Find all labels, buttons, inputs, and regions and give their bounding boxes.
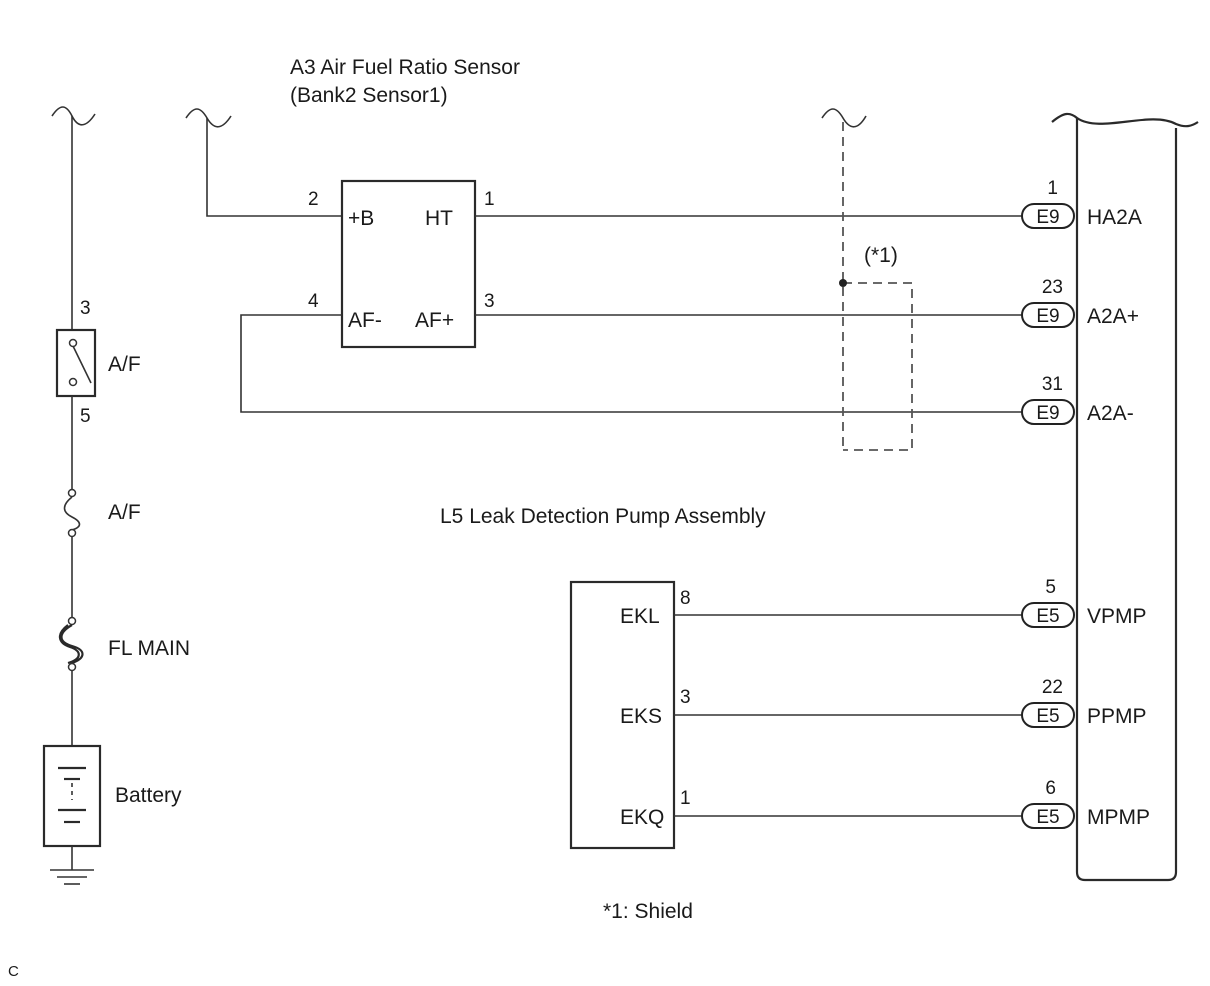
connector-code: E9 [1036,207,1059,228]
af-sensor: A3 Air Fuel Ratio Sensor (Bank2 Sensor1)… [185,56,1022,413]
fusible-link-terminal [67,616,77,626]
wire-break-mark [1051,112,1199,128]
ecm-pin-number: 23 [1042,277,1063,298]
fuse-terminal [67,488,77,498]
shield: (*1) [821,108,913,451]
relay-pin-top: 3 [80,298,91,319]
relay-pin-bottom: 5 [80,406,91,427]
wire-break-mark [821,108,867,128]
shield-junction-dot [839,279,847,287]
ecm-terminal: HA2A [1087,206,1142,229]
wire-break-mark [51,106,96,126]
connector-capsule [1021,302,1075,328]
sensor-pin-af-plus: 3 [484,291,495,312]
pump-pin-ekq: 1 [680,788,691,809]
fusible-link-icon [58,624,84,665]
ecm-connection: 22 E5 PPMP [1021,677,1147,728]
wire-afminus-to-a2aminus [240,314,1022,413]
sensor-pin-plus-b: 2 [308,189,319,210]
pump-terminal-ekl: EKL [620,605,660,628]
power-supply-circuit: 3 A/F 5 A/F FL MAIN Battery [42,106,190,885]
battery-label: Battery [115,784,182,807]
sensor-power-wire [206,118,342,217]
ecm: 1 E9 HA2A 23 E9 A2A+ 31 E9 A2A- 5 E5 VPM… [1021,112,1199,882]
ecm-connection: 5 E5 VPMP [1021,577,1147,628]
connector-code: E5 [1036,807,1059,828]
connector-capsule [1021,803,1075,829]
relay-contact [68,377,78,387]
relay-label: A/F [108,353,141,376]
ecm-terminal: A2A+ [1087,305,1139,328]
connector-code: E9 [1036,403,1059,424]
connector-code: E9 [1036,306,1059,327]
pump-pin-eks: 3 [680,687,691,708]
pump-pin-ekl: 8 [680,588,691,609]
connector-code: E5 [1036,606,1059,627]
sensor-pin-af-minus: 4 [308,291,319,312]
ecm-pin-number: 5 [1045,577,1056,598]
sensor-title: A3 Air Fuel Ratio Sensor [290,56,520,79]
pump-terminal-eks: EKS [620,705,662,728]
shield-footnote: *1: Shield [603,900,693,923]
sensor-terminal-plus-b: +B [348,207,374,230]
fusible-link-label: FL MAIN [108,637,190,660]
sensor-pin-ht: 1 [484,189,495,210]
ecm-connection: 23 E9 A2A+ [1021,277,1139,328]
ecm-terminal: PPMP [1087,705,1147,728]
connector-code: E5 [1036,706,1059,727]
ecm-connection: 31 E9 A2A- [1021,374,1134,425]
connector-capsule [1021,203,1075,229]
ecm-terminal: VPMP [1087,605,1147,628]
fuse-terminal [67,528,77,538]
ecm-pin-number: 6 [1045,778,1056,799]
wire-break-mark [185,108,232,128]
ecm-pin-number: 1 [1047,178,1058,199]
relay-switch-arm [72,345,92,384]
fuse-label: A/F [108,501,141,524]
sensor-terminal-af-plus: AF+ [415,309,454,332]
sensor-terminal-ht: HT [425,207,453,230]
ecm-pin-number: 31 [1042,374,1063,395]
ecm-body [1075,118,1178,882]
connector-capsule [1021,399,1075,425]
ecm-pin-number: 22 [1042,677,1063,698]
fuse-icon [63,496,81,531]
battery-box [42,744,102,848]
ecm-terminal: MPMP [1087,806,1150,829]
sensor-terminal-af-minus: AF- [348,309,382,332]
pump-terminal-ekq: EKQ [620,806,664,829]
sensor-subtitle: (Bank2 Sensor1) [290,84,448,107]
connector-capsule [1021,702,1075,728]
corner-mark: C [8,963,19,980]
ecm-connection: 1 E9 HA2A [1021,178,1142,229]
ecm-connection: 6 E5 MPMP [1021,778,1150,829]
ground-icon [50,869,94,885]
relay-box [55,328,97,398]
pump-title: L5 Leak Detection Pump Assembly [440,505,766,528]
shield-outline [843,282,913,451]
leak-detection-pump: L5 Leak Detection Pump Assembly EKL 8 EK… [440,505,1022,850]
shield-marker: (*1) [864,244,898,267]
relay-contact [68,338,78,348]
fusible-link-terminal [67,662,77,672]
connector-capsule [1021,602,1075,628]
ecm-terminal: A2A- [1087,402,1134,425]
sensor-box [340,179,477,349]
